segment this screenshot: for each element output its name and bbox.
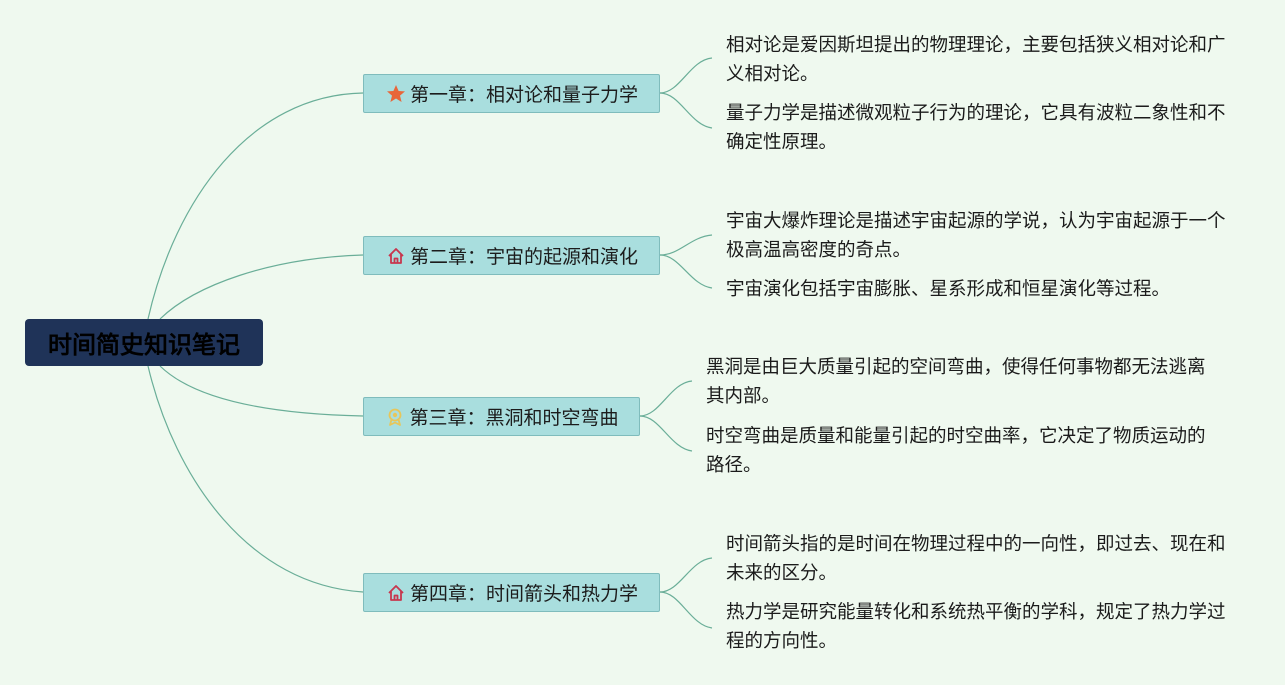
connector-ch1-note2 [659, 92, 713, 129]
chapter-2-note-2[interactable]: 宇宙演化包括宇宙膨胀、星系形成和恒星演化等过程。 [726, 279, 1171, 300]
connector-root-ch1 [147, 92, 364, 320]
connector-ch4-note2 [659, 591, 713, 629]
connector-ch3-note2 [639, 415, 693, 452]
connector-root-ch3 [159, 365, 364, 417]
connector-ch4-note1 [659, 557, 713, 593]
root-title: 时间简史知识笔记 [48, 331, 240, 359]
connector-root-ch4 [147, 365, 364, 593]
connector-ch2-note2 [659, 254, 713, 289]
award-medal-icon [384, 406, 406, 428]
star-icon [385, 83, 407, 105]
house-icon [385, 245, 407, 267]
chapter-2-note-1[interactable]: 宇宙大爆炸理论是描述宇宙起源的学说，认为宇宙起源于一个极高温高密度的奇点。 [726, 211, 1226, 261]
chapter-1-note-1[interactable]: 相对论是爱因斯坦提出的物理理论，主要包括狭义相对论和广义相对论。 [726, 35, 1226, 85]
connector-ch2-note1 [659, 234, 713, 256]
chapter-1-note-2[interactable]: 量子力学是描述微观粒子行为的理论，它具有波粒二象性和不确定性原理。 [726, 103, 1226, 153]
chapter-label: 第一章：相对论和量子力学 [409, 84, 638, 106]
chapter-node-4[interactable]: 第四章：时间箭头和热力学 [363, 573, 660, 612]
chapter-node-3[interactable]: 第三章：黑洞和时空弯曲 [363, 397, 640, 436]
chapter-4-note-1[interactable]: 时间箭头指的是时间在物理过程中的一向性，即过去、现在和未来的区分。 [726, 534, 1226, 584]
chapter-3-note-1[interactable]: 黑洞是由巨大质量引起的空间弯曲，使得任何事物都无法逃离其内部。 [706, 357, 1206, 407]
chapter-label: 第四章：时间箭头和热力学 [409, 583, 638, 605]
chapter-4-note-2[interactable]: 热力学是研究能量转化和系统热平衡的学科，规定了热力学过程的方向性。 [726, 602, 1226, 652]
chapter-node-1[interactable]: 第一章：相对论和量子力学 [363, 74, 660, 113]
chapter-node-2[interactable]: 第二章：宇宙的起源和演化 [363, 236, 660, 275]
chapter-3-note-2[interactable]: 时空弯曲是质量和能量引起的时空曲率，它决定了物质运动的路径。 [706, 426, 1206, 476]
connector-root-ch2 [159, 254, 364, 320]
house-icon [385, 582, 407, 604]
connector-ch3-note1 [639, 380, 693, 417]
root-topic[interactable]: 时间简史知识笔记 [25, 319, 263, 366]
chapter-label: 第三章：黑洞和时空弯曲 [409, 407, 619, 429]
chapter-label: 第二章：宇宙的起源和演化 [409, 246, 638, 268]
connector-ch1-note1 [659, 57, 713, 94]
